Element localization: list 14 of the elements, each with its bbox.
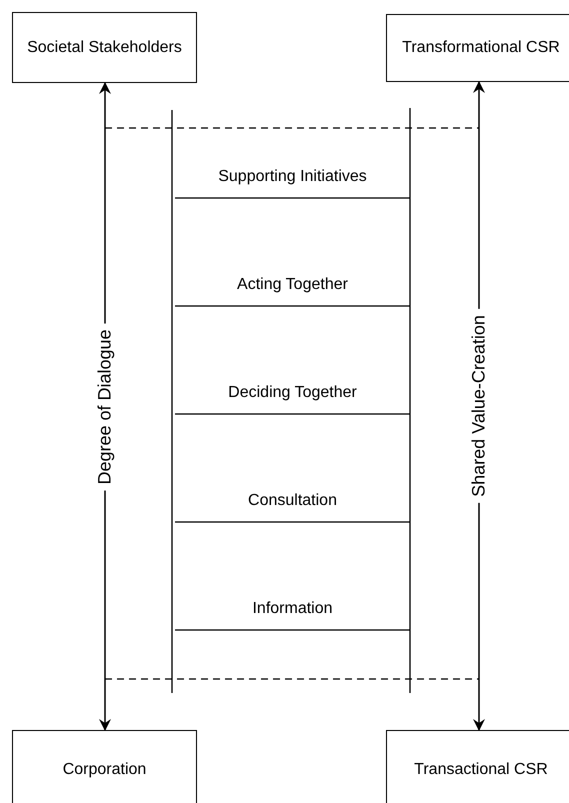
text-box: [386, 730, 569, 803]
box-label: Transactional CSR: [414, 760, 548, 780]
text-box: [12, 730, 197, 803]
level-label: Consultation: [247, 492, 338, 510]
text-box: [12, 12, 197, 83]
box-label: Transformational CSR: [402, 38, 560, 58]
box-label: Corporation: [62, 760, 146, 780]
text-box: [386, 14, 569, 82]
level-label: Deciding Together: [227, 384, 358, 402]
level-label: Supporting Initiatives: [217, 168, 368, 186]
box-label: Societal Stakeholders: [27, 38, 182, 58]
level-label: Information: [251, 600, 334, 618]
edge-label: Degree of Dialogue: [94, 322, 116, 490]
level-label: Acting Together: [236, 276, 349, 294]
